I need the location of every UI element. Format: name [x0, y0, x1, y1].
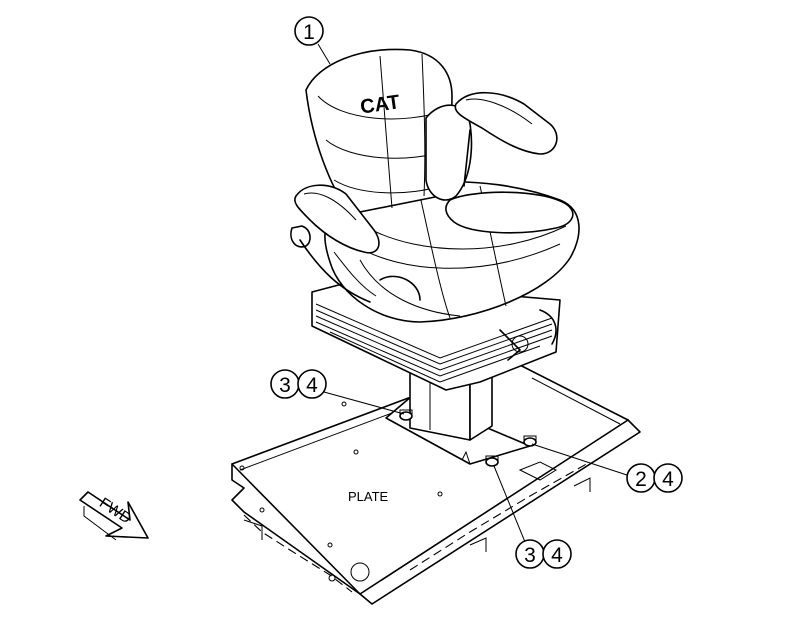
svg-text:1: 1 — [303, 21, 315, 44]
seat-logo: CAT — [359, 91, 401, 118]
callout-2-4: 2 4 — [626, 463, 683, 493]
armrest-left — [290, 184, 421, 303]
callout-3-4-upper: 3 4 — [270, 369, 327, 399]
armrest-right — [454, 92, 558, 187]
leader-lines — [317, 43, 631, 543]
svg-text:4: 4 — [306, 374, 318, 397]
plate-label: PLATE — [348, 489, 389, 504]
svg-text:4: 4 — [551, 544, 563, 567]
bolt — [485, 455, 499, 467]
seat-pedestal — [385, 371, 537, 467]
svg-text:2: 2 — [635, 468, 647, 491]
svg-text:4: 4 — [662, 468, 674, 491]
callout-3-4-lower: 3 4 — [515, 539, 572, 569]
callout-1: 1 — [294, 16, 324, 46]
svg-text:3: 3 — [524, 544, 536, 567]
forward-arrow: FWD — [79, 491, 149, 541]
svg-text:3: 3 — [279, 374, 291, 397]
seat-cushion — [324, 181, 580, 323]
seat-backrest: CAT — [305, 48, 473, 215]
